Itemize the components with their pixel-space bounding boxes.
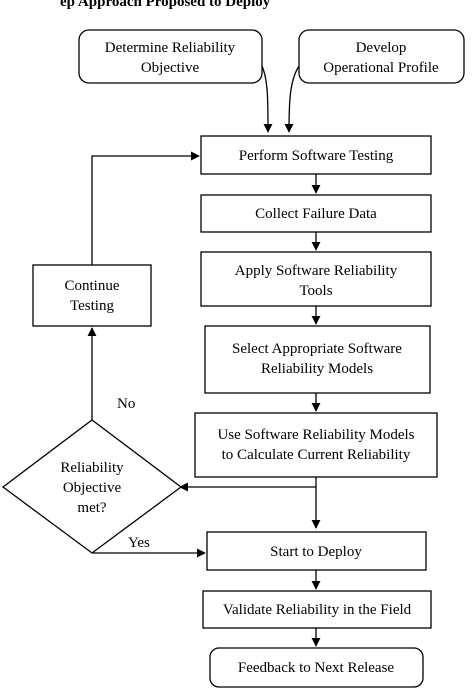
header-text: ep Approach Proposed to Deploy [60,0,271,10]
determine-label-2: Objective [141,60,200,76]
feedback-label: Feedback to Next Release [238,660,395,676]
use-label-1: Use Software Reliability Models [217,427,414,443]
develop-label-1: Develop [356,40,407,56]
decision-label-1: Reliability [60,460,124,476]
collect-label: Collect Failure Data [255,206,377,222]
continue-testing-box [32,264,152,327]
use-label-2: to Calculate Current Reliability [222,447,411,463]
use-models-box [194,412,438,478]
feedback-box [209,647,424,688]
continue-label-1: Continue [65,278,120,294]
develop-label-2: Operational Profile [323,60,439,76]
determine-label-1: Determine Reliability [105,40,236,56]
apply-label-2: Tools [299,283,332,299]
collect-data-box [200,194,432,233]
yes-label: Yes [128,535,150,551]
arrow-determine-to-testing [261,65,273,133]
decision-label-3: met? [77,500,106,516]
determine-objective-box [78,29,263,84]
apply-label-1: Apply Software Reliability [235,263,398,279]
validate-label: Validate Reliability in the Field [223,602,412,618]
select-label-1: Select Appropriate Software [232,341,402,357]
develop-profile-box [298,29,465,84]
continue-label-2: Testing [70,298,114,314]
perform-label: Perform Software Testing [239,148,394,164]
select-label-2: Reliability Models [261,361,373,377]
decision-label-2: Objective [63,480,122,496]
select-models-box [204,325,431,394]
arrow-continue-to-testing [91,151,200,265]
validate-box [202,590,432,629]
apply-tools-box [200,251,432,307]
start-deploy-box [206,531,427,571]
deploy-label: Start to Deploy [270,544,362,560]
no-label: No [117,396,135,412]
arrow-develop-to-testing [284,65,300,133]
